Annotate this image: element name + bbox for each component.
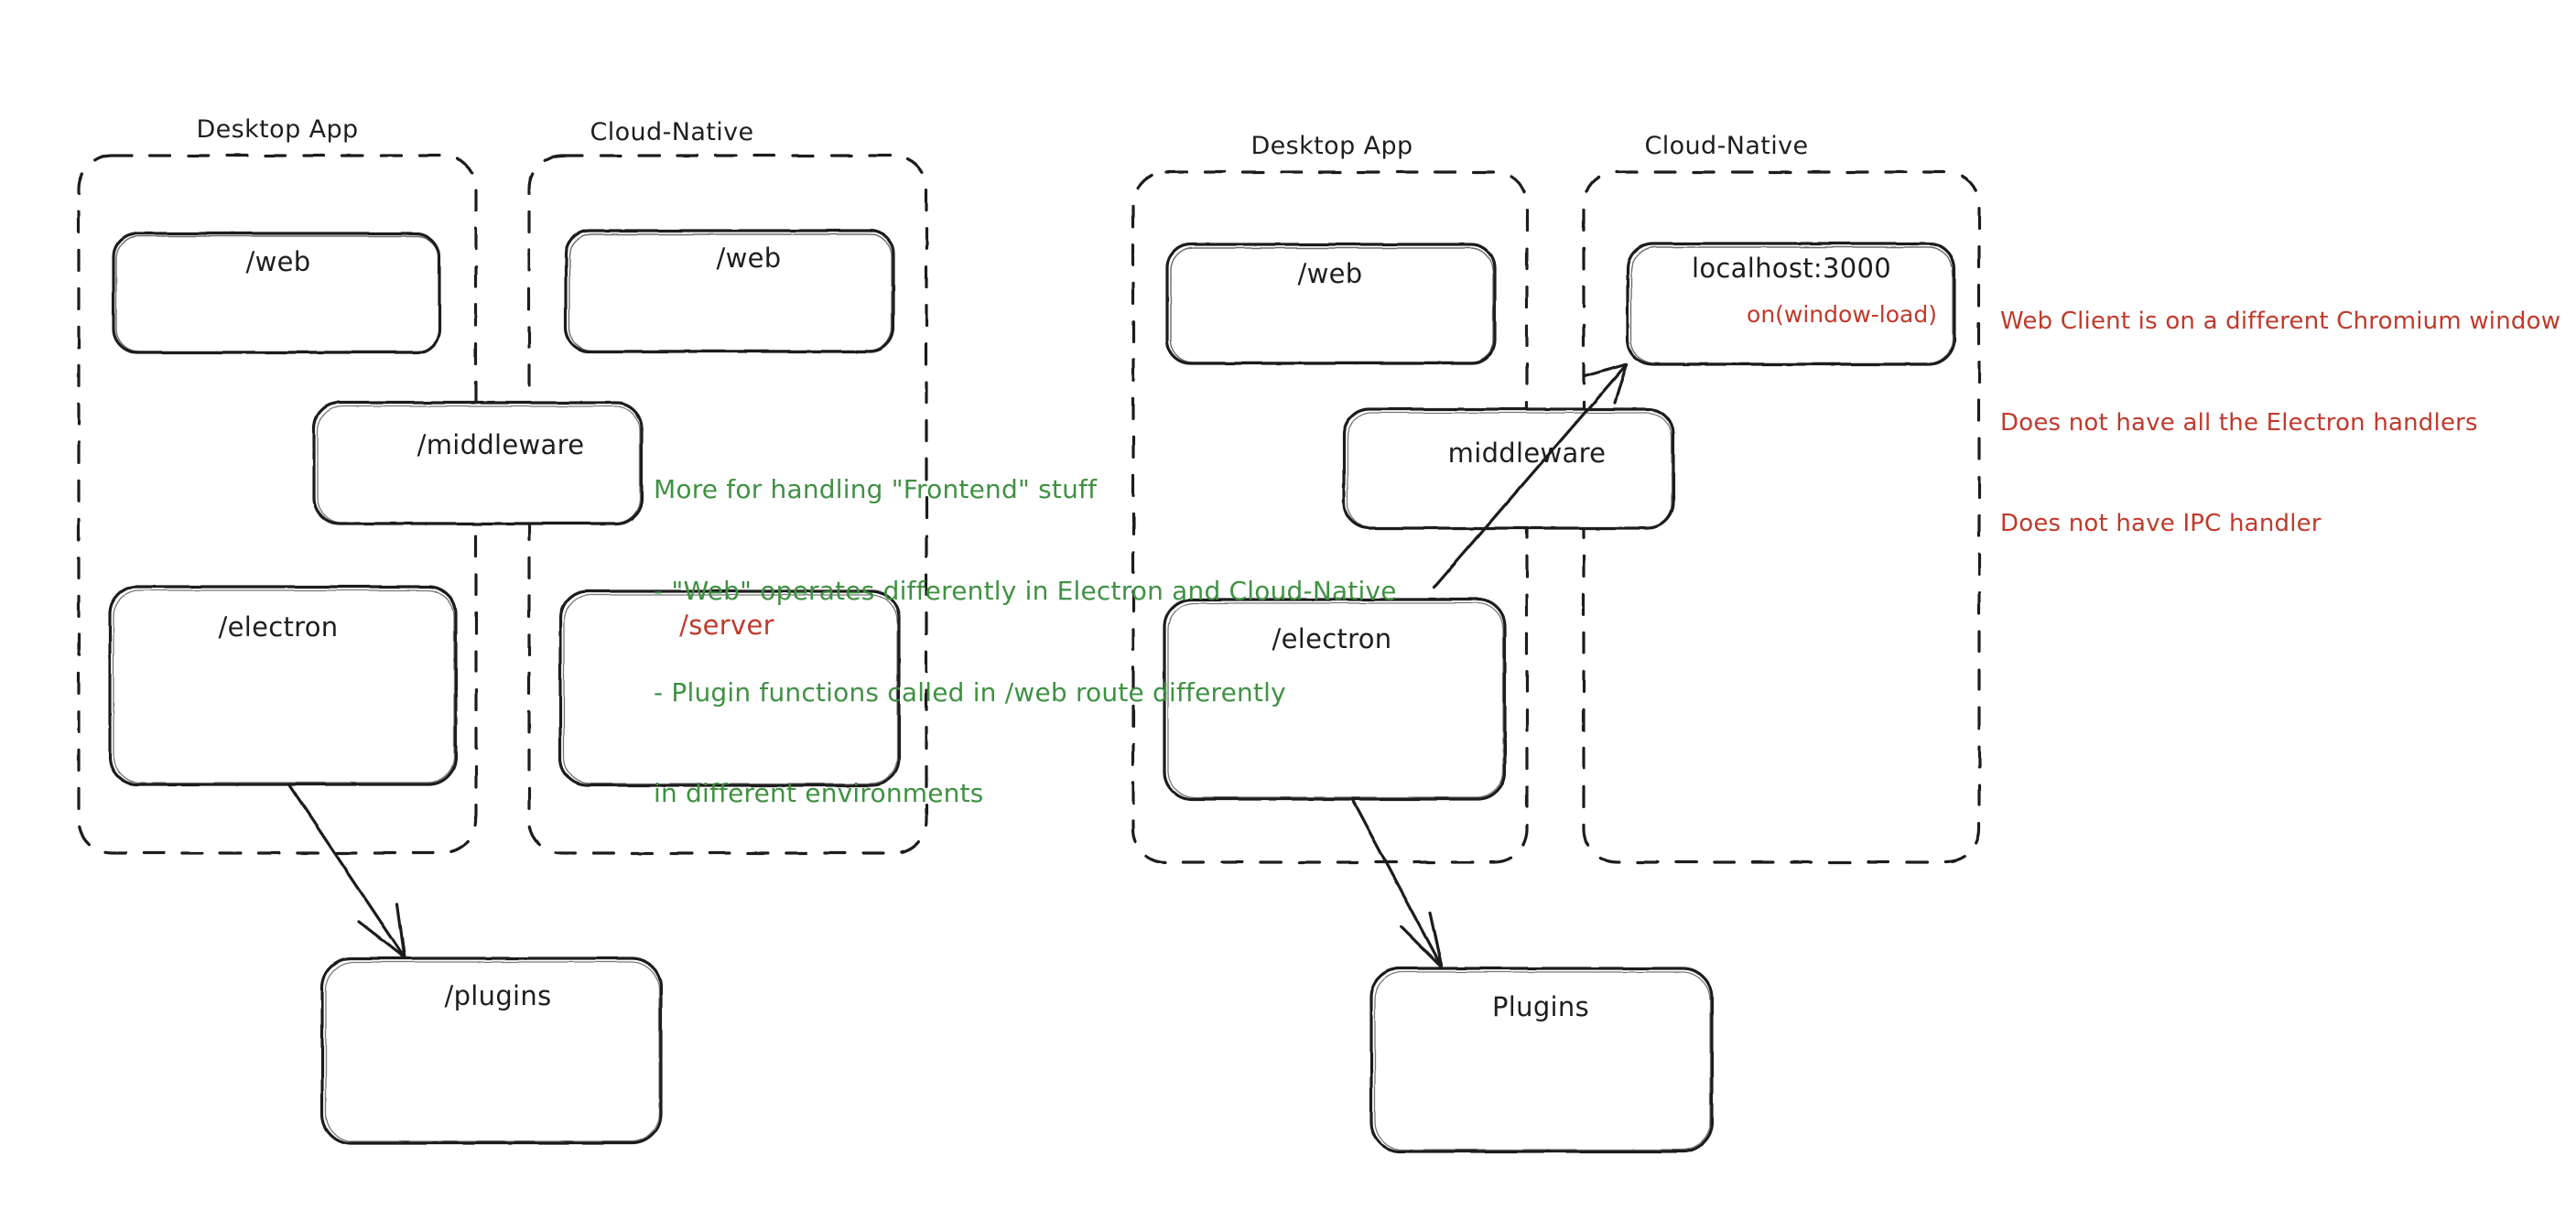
group-left-cloud-native <box>527 154 928 855</box>
box-right-electron[interactable] <box>1163 598 1507 801</box>
box-left-server[interactable] <box>558 589 901 787</box>
box-right-middleware[interactable] <box>1342 407 1675 530</box>
arrow-right-electron-to-localhost <box>1432 362 1629 589</box>
box-right-desktop-web[interactable] <box>1165 243 1497 365</box>
box-left-desktop-web[interactable] <box>112 232 441 354</box>
arrow-left-electron-to-plugins <box>287 784 406 959</box>
box-left-plugins[interactable] <box>320 956 663 1145</box>
box-left-cloud-web[interactable] <box>564 229 895 353</box>
box-left-electron[interactable] <box>108 585 458 786</box>
box-left-middleware[interactable] <box>312 401 644 525</box>
box-right-localhost[interactable] <box>1626 242 1956 366</box>
arrow-right-electron-to-plugins <box>1350 797 1444 969</box>
box-right-plugins[interactable] <box>1369 967 1714 1153</box>
